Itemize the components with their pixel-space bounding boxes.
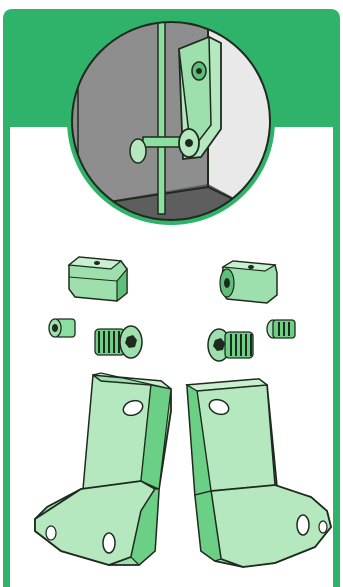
set-screw-right-icon	[267, 320, 295, 338]
socket-head-screw-right-icon	[208, 329, 253, 361]
hex-coupling-nut-left-icon	[69, 257, 127, 301]
socket-head-screw-left-icon	[95, 326, 142, 358]
parts-diagram-card	[3, 9, 340, 587]
hex-coupling-nut-right-icon	[220, 261, 277, 303]
set-screw-left-icon	[49, 319, 75, 337]
parts-diagram	[3, 9, 340, 587]
